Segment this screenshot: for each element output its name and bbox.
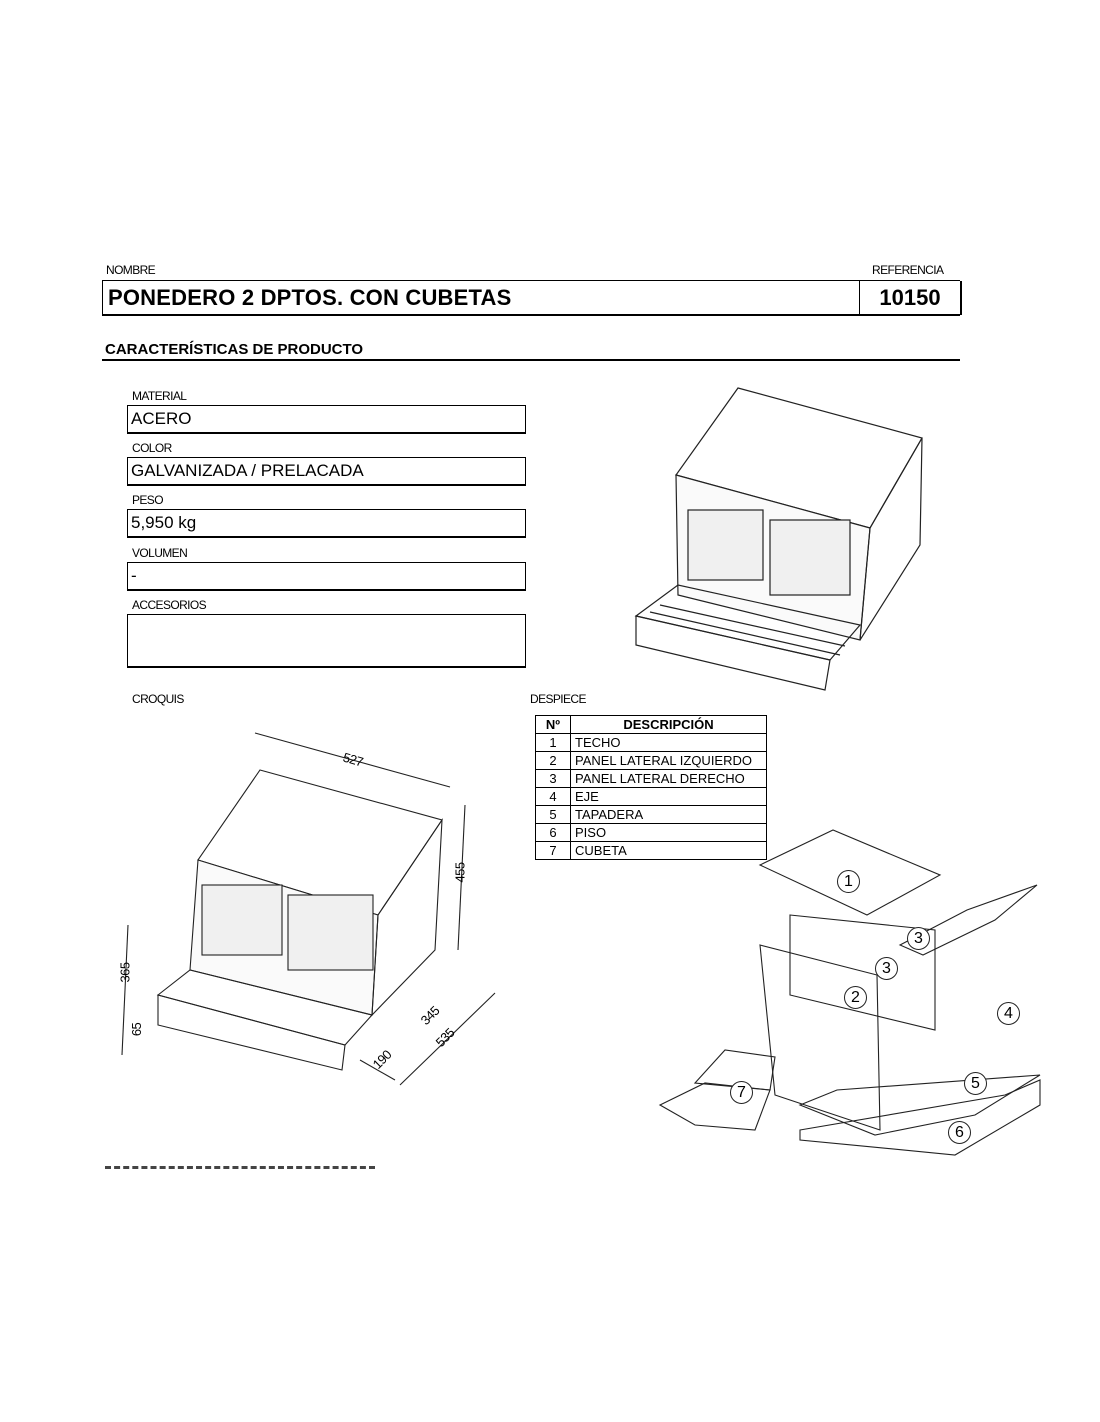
croquis-drawing [121, 732, 496, 1086]
part-desc: TECHO [570, 733, 767, 752]
peso-field: 5,950 kg [127, 509, 526, 538]
material-label: MATERIAL [132, 389, 187, 403]
part-desc: EJE [570, 787, 767, 806]
section-title: CARACTERÍSTICAS DE PRODUCTO [105, 341, 364, 358]
part-no: 7 [535, 841, 571, 860]
part-no: 5 [535, 805, 571, 824]
part-callout: 5 [964, 1072, 987, 1095]
reference-value: 10150 [859, 281, 962, 315]
croquis-label: CROQUIS [132, 692, 184, 706]
part-no: 3 [535, 769, 571, 788]
part-no: 2 [535, 751, 571, 770]
part-desc: PANEL LATERAL DERECHO [570, 769, 767, 788]
truncated-section-title [105, 1166, 375, 1169]
peso-label: PESO [132, 493, 164, 507]
title-box: PONEDERO 2 DPTOS. CON CUBETAS 10150 [102, 280, 962, 316]
dim-front-height: 365 [117, 962, 133, 983]
volumen-field: - [127, 562, 526, 591]
despiece-label: DESPIECE [530, 692, 586, 706]
material-field: ACERO [127, 405, 526, 434]
volumen-label: VOLUMEN [132, 546, 188, 560]
exploded-view [658, 829, 1041, 1156]
col-description: DESCRIPCIÓN [570, 715, 767, 734]
name-label: NOMBRE [106, 263, 156, 277]
part-callout: 2 [844, 986, 867, 1009]
part-desc: PISO [570, 823, 767, 842]
part-callout: 3 [907, 927, 930, 950]
accesorios-field [127, 614, 526, 668]
section-divider [102, 359, 960, 361]
part-no: 6 [535, 823, 571, 842]
part-callout: 6 [948, 1121, 971, 1144]
part-desc: TAPADERA [570, 805, 767, 824]
part-callout: 1 [837, 870, 860, 893]
color-label: COLOR [132, 441, 172, 455]
accesorios-label: ACCESORIOS [132, 598, 207, 612]
product-name: PONEDERO 2 DPTOS. CON CUBETAS [108, 285, 512, 310]
reference-label: REFERENCIA [872, 263, 944, 277]
part-no: 1 [535, 733, 571, 752]
part-callout: 4 [997, 1002, 1020, 1025]
part-desc: CUBETA [570, 841, 767, 860]
part-no: 4 [535, 787, 571, 806]
part-callout: 7 [730, 1081, 753, 1104]
part-callout: 3 [875, 957, 898, 980]
col-no: Nº [535, 715, 571, 734]
part-desc: PANEL LATERAL IZQUIERDO [570, 751, 767, 770]
dim-step-height: 65 [129, 1022, 145, 1037]
color-field: GALVANIZADA / PRELACADA [127, 457, 526, 486]
product-illustration [634, 387, 923, 691]
dim-height: 455 [452, 862, 468, 883]
